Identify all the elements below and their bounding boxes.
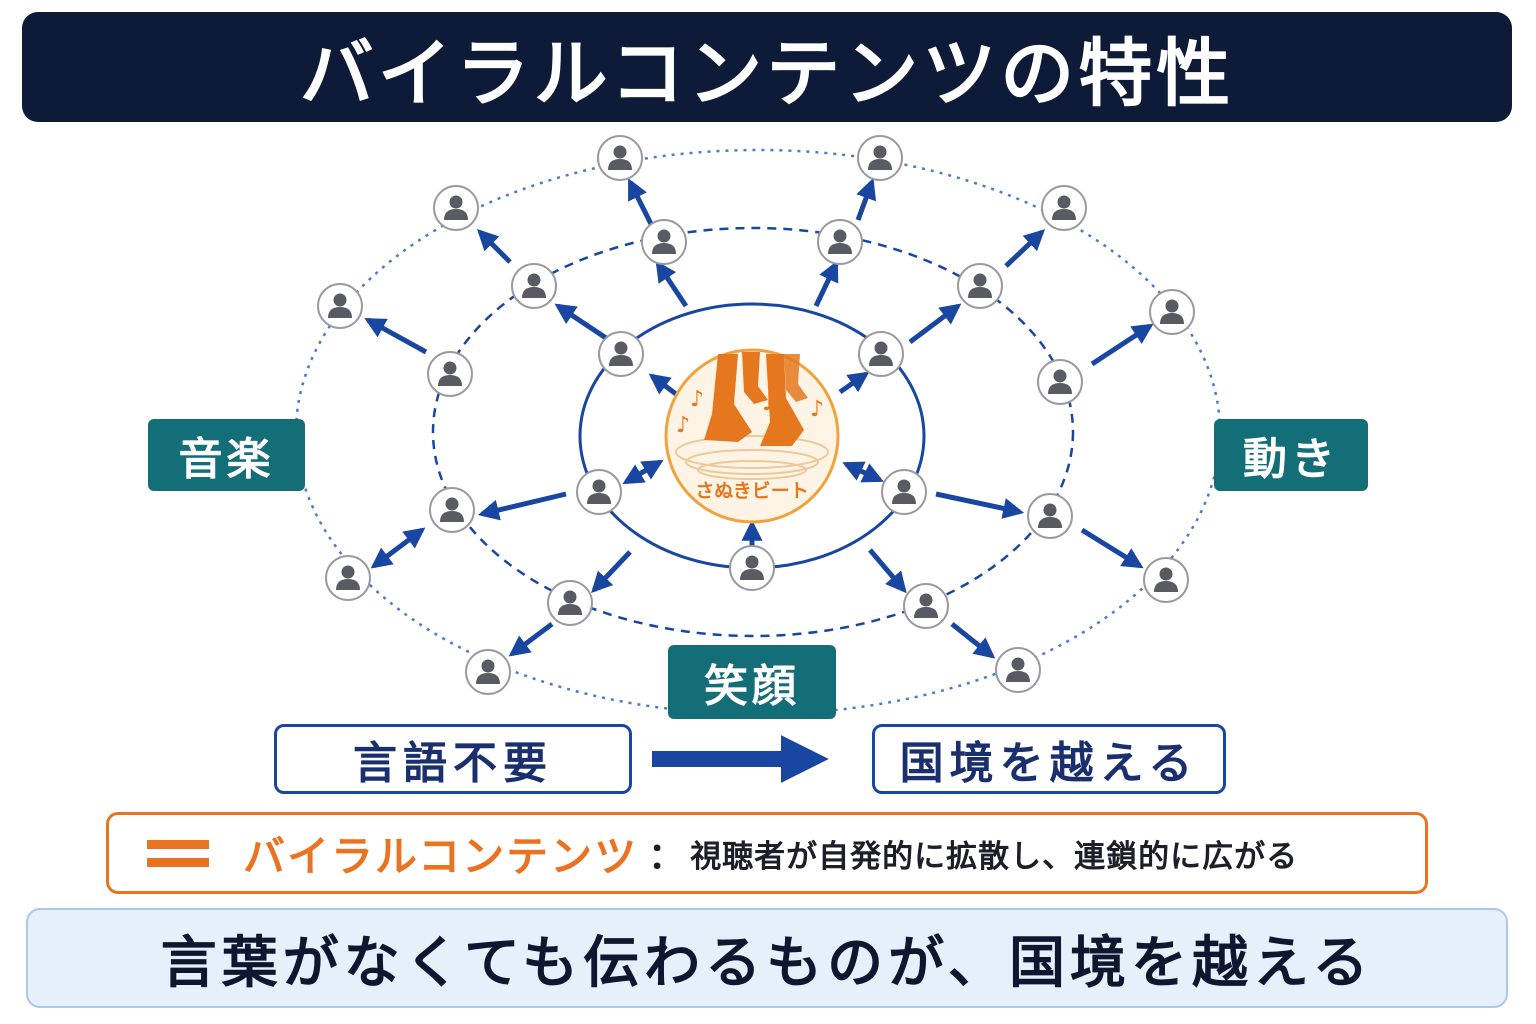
person-icon <box>1027 493 1073 539</box>
spread-arrow <box>477 491 567 521</box>
person-icon <box>547 580 593 626</box>
summary-box: 言葉がなくても伝わるものが、国境を越える <box>26 908 1508 1008</box>
spread-arrow <box>838 371 870 395</box>
person-icon <box>317 283 363 329</box>
equals-icon <box>147 839 209 867</box>
person-icon <box>465 649 511 695</box>
person-icon <box>957 263 1003 309</box>
person-icon <box>598 331 644 377</box>
person-icon <box>729 545 775 591</box>
page-title: バイラルコンテンツの特性 <box>299 30 1235 117</box>
box-cross-borders: 国境を越える <box>872 724 1226 794</box>
person-icon <box>881 469 927 515</box>
spread-arrows <box>364 178 1154 659</box>
person-icon <box>427 351 473 397</box>
box-language-free: 言語不要 <box>274 724 632 794</box>
person-icon <box>325 555 371 601</box>
person-icon <box>511 263 557 309</box>
definition-text: 視聴者が自発的に拡散し、連鎖的に広がる <box>690 838 1299 875</box>
definition-colon: ： <box>648 836 685 877</box>
person-icon <box>1041 185 1087 231</box>
music-note-icon: ♪ <box>676 413 690 438</box>
person-icon <box>576 469 622 515</box>
person-icon <box>641 219 687 265</box>
center-logo: ♪ ♪ ♪ ♪ さぬきビート <box>664 348 840 524</box>
person-icon <box>433 185 479 231</box>
person-icon <box>597 135 643 181</box>
tag-smile: 笑顔 <box>668 645 836 719</box>
spread-arrow <box>364 317 428 355</box>
person-icon <box>1037 359 1083 405</box>
spread-arrow <box>508 622 554 657</box>
spread-arrow <box>627 178 655 228</box>
spread-arrow <box>842 461 884 483</box>
person-icon <box>995 647 1041 693</box>
spread-arrow <box>935 491 1025 519</box>
person-icon <box>858 331 904 377</box>
spread-arrow <box>1090 323 1154 367</box>
middle-ring <box>431 226 1075 638</box>
center-logo-label: さぬきビート <box>695 480 809 502</box>
people-nodes <box>317 135 1195 695</box>
spread-arrow <box>855 178 877 221</box>
spread-arrow <box>591 550 632 594</box>
title-bar: バイラルコンテンツの特性 <box>22 12 1512 122</box>
spread-arrow <box>648 373 678 396</box>
person-icon <box>429 487 475 533</box>
definition-term: バイラルコンテンツ <box>243 831 639 881</box>
spread-arrow <box>554 303 608 341</box>
spread-arrow <box>950 622 996 659</box>
summary-text: 言葉がなくても伝わるものが、国境を越える <box>160 930 1374 996</box>
spread-arrow <box>1004 229 1046 268</box>
tag-music: 音楽 <box>148 419 305 491</box>
tag-movement: 動き <box>1214 419 1368 491</box>
dancing-feet-icon <box>704 352 808 446</box>
music-note-icon: ♪ <box>690 387 704 412</box>
spread-arrow <box>868 548 907 594</box>
music-note-icon: ♪ <box>810 397 824 422</box>
person-icon <box>1149 289 1195 335</box>
music-note-icon: ♪ <box>762 391 776 416</box>
spread-arrow <box>813 260 839 308</box>
person-icon <box>903 583 949 629</box>
spread-arrow <box>477 229 512 264</box>
person-icon <box>1143 557 1189 603</box>
spread-arrow <box>370 527 426 569</box>
definition-box: バイラルコンテンツ ： 視聴者が自発的に拡散し、連鎖的に広がる <box>106 812 1428 894</box>
spread-arrow <box>908 303 962 344</box>
spread-arrow <box>655 260 689 308</box>
spread-arrow <box>622 459 664 485</box>
person-icon <box>817 219 863 265</box>
person-icon <box>857 135 903 181</box>
spread-arrow <box>1080 527 1144 569</box>
